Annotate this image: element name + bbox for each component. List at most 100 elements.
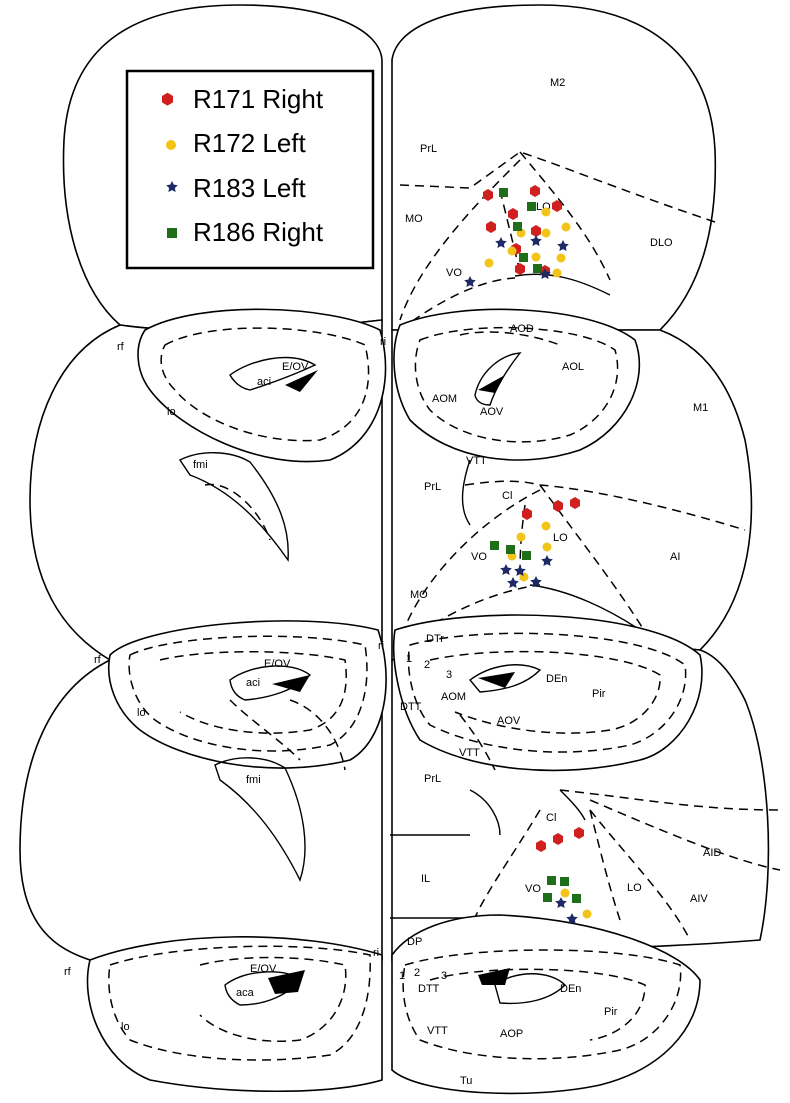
label-lo: LO (553, 532, 568, 544)
label-aci: aci (257, 376, 271, 388)
r172-marker (552, 268, 562, 278)
section-1-boundary (519, 151, 611, 281)
label-aid: AID (703, 847, 721, 859)
section-6-right-inner (429, 968, 646, 1041)
section-4-fmi (214, 757, 306, 882)
section-5-boundary (589, 799, 781, 871)
star-icon (166, 181, 178, 193)
r186-marker (527, 202, 536, 211)
legend-label: R186 Right (193, 217, 324, 247)
r183-marker (566, 913, 578, 924)
label-prl: PrL (420, 143, 437, 155)
label-aca: aca (236, 987, 255, 999)
label-vtt: VTT (459, 747, 480, 759)
label-den: DEn (546, 673, 567, 685)
r183-marker (557, 240, 569, 252)
r186-marker (506, 545, 515, 554)
label-vo: VO (471, 551, 487, 563)
section-5-boundary (559, 789, 781, 811)
r186-marker (533, 264, 542, 273)
r186-marker (499, 188, 508, 197)
label-il: IL (421, 873, 430, 885)
label-eov: E/OV (250, 963, 277, 975)
r183-marker (541, 555, 553, 566)
r172-marker (560, 888, 570, 898)
label-ri: ri (378, 640, 384, 652)
r171-marker (522, 508, 532, 520)
r171-marker (531, 225, 541, 237)
r172-marker (582, 909, 592, 919)
section-2-drawing (29, 308, 753, 662)
label-den: DEn (560, 983, 581, 995)
label-rf: rf (117, 341, 125, 353)
section-2-eov-black (285, 370, 318, 392)
legend-label: R171 Right (193, 84, 324, 114)
label-layer-3: 3 (446, 669, 452, 681)
r172-marker (556, 253, 566, 263)
r171-marker (530, 185, 540, 197)
section-3-boundary (529, 584, 641, 631)
label-vo: VO (525, 883, 541, 895)
section-5-boundary (469, 789, 501, 836)
r172-marker (541, 207, 551, 217)
r183-marker (555, 897, 567, 908)
label-layer-1: 1 (399, 970, 405, 982)
section-5-boundary (589, 809, 691, 941)
legend-label: R183 Left (193, 173, 307, 203)
section-4-left-inner (289, 699, 346, 771)
label-layer-3: 3 (441, 970, 447, 982)
section-4-drawing (19, 614, 770, 961)
r186-marker (519, 253, 528, 262)
section-3-boundary (399, 489, 541, 641)
label-dtr: DTr (426, 633, 444, 645)
r183-marker (500, 564, 512, 575)
section-2-ventricle (229, 357, 317, 391)
label-m2: M2 (550, 77, 565, 89)
label-aiv: AIV (690, 893, 708, 905)
section-1-boundary (399, 151, 716, 223)
square-icon (167, 228, 177, 238)
section-6-drawing (86, 914, 701, 1095)
section-2-fmi-inner (204, 483, 271, 541)
label-dtt: DTT (418, 983, 440, 995)
legend-item-r171: R171 Right (162, 84, 324, 114)
r186-marker (547, 876, 556, 885)
label-ri: ri (373, 947, 379, 959)
section-2-right-bulb (393, 308, 641, 461)
r172-marker (541, 228, 551, 238)
r183-marker (464, 276, 476, 287)
legend: R171 Right R172 Left R183 Left R186 Righ… (125, 69, 375, 270)
section-4-right-ventricle (468, 664, 542, 693)
label-prl: PrL (424, 481, 441, 493)
label-aop: AOP (500, 1028, 523, 1040)
label-fmi: fmi (193, 459, 208, 471)
label-tu: Tu (460, 1075, 472, 1087)
r171-marker (483, 189, 493, 201)
r186-marker (522, 551, 531, 560)
r183-marker (514, 565, 526, 576)
label-dtt: DTT (400, 701, 422, 713)
label-lo: LO (627, 882, 642, 894)
section-3-boundary (461, 459, 471, 526)
section-4-right-inner (459, 714, 496, 771)
label-mo: MO (410, 589, 428, 601)
section-2-fmi (178, 452, 289, 563)
section-2-boundary (459, 331, 561, 346)
r171-marker (486, 221, 496, 233)
label-vo: VO (446, 267, 462, 279)
r172-marker (541, 521, 551, 531)
section-4-left-bulb (108, 620, 387, 769)
label-pir: Pir (592, 688, 606, 700)
r183-marker (539, 268, 551, 279)
label-vtt: VTT (466, 455, 487, 467)
label-ri: ri (380, 336, 386, 348)
section-4-ventricle (229, 665, 312, 701)
label-pir: Pir (604, 1006, 618, 1018)
label-aom: AOM (432, 393, 457, 405)
label-cl: Cl (546, 812, 556, 824)
label-aov: AOV (497, 715, 521, 727)
r172-marker (531, 252, 541, 262)
section-6-eov-black (268, 970, 305, 994)
legend-item-r183: R183 Left (166, 173, 307, 203)
